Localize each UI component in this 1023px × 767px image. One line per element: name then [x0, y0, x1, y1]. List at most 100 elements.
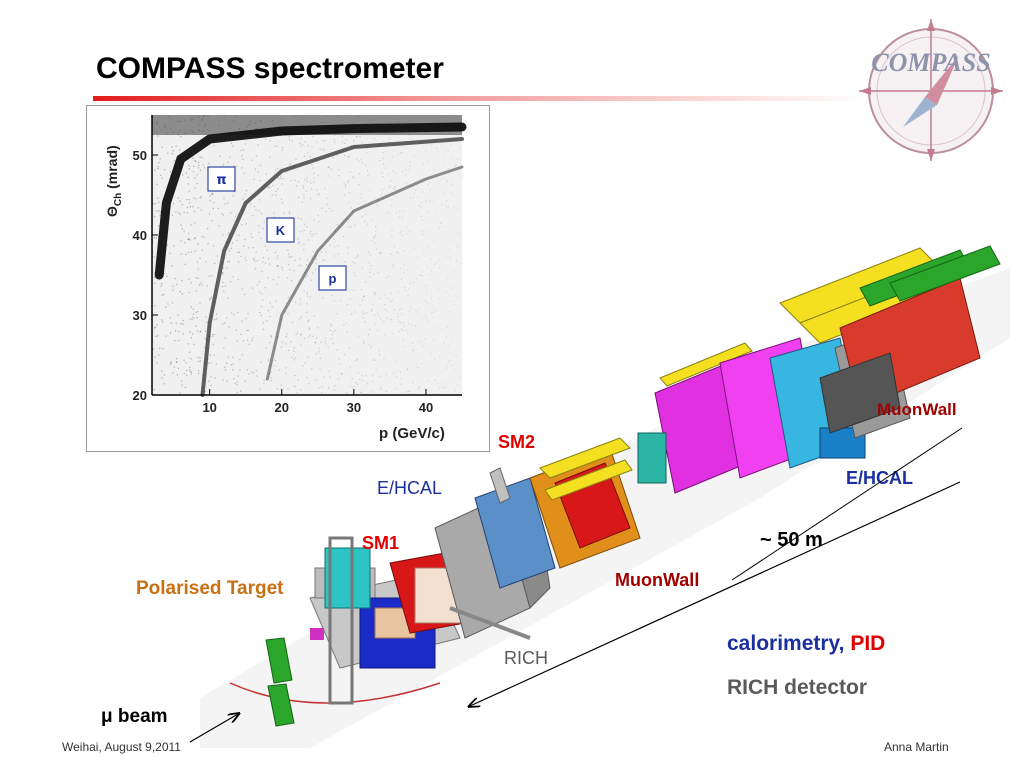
noise-point [355, 257, 357, 259]
noise-point [402, 210, 404, 212]
noise-point [260, 237, 262, 239]
noise-point [157, 166, 159, 168]
noise-point [163, 383, 165, 385]
noise-point [310, 198, 312, 200]
noise-point [443, 177, 445, 179]
noise-point [236, 381, 238, 383]
beam-arc [229, 682, 441, 704]
noise-point [408, 310, 410, 312]
noise-point [330, 323, 332, 325]
noise-point [158, 354, 160, 356]
noise-point [294, 357, 296, 359]
noise-point [413, 349, 415, 351]
noise-point [251, 340, 253, 342]
noise-point [294, 385, 296, 387]
noise-point [333, 255, 335, 257]
noise-point [189, 331, 191, 333]
noise-point [160, 285, 162, 287]
noise-point [296, 332, 299, 334]
noise-point [384, 334, 386, 336]
noise-point [371, 310, 373, 312]
noise-point [197, 207, 199, 209]
noise-point [229, 156, 231, 158]
noise-point [190, 224, 192, 226]
noise-point [378, 315, 380, 317]
noise-point [453, 304, 456, 306]
noise-point [262, 228, 264, 230]
noise-point [241, 223, 243, 226]
noise-point [245, 223, 247, 225]
noise-point [194, 237, 196, 239]
noise-point [268, 186, 270, 188]
noise-point [405, 174, 407, 176]
noise-point [171, 153, 173, 155]
noise-point [420, 206, 422, 208]
noise-point [417, 388, 419, 390]
noise-point [396, 376, 398, 378]
noise-point [323, 376, 325, 378]
noise-point [448, 168, 450, 170]
noise-point [369, 271, 371, 273]
noise-point [347, 253, 349, 255]
label-sm1: SM1 [362, 533, 400, 553]
noise-point [341, 141, 343, 143]
noise-point [212, 207, 214, 210]
noise-point [318, 347, 320, 349]
noise-point [313, 177, 315, 179]
noise-point [171, 302, 174, 304]
noise-point [304, 179, 306, 181]
noise-point [189, 206, 191, 208]
y-tick-label-40: 40 [133, 228, 147, 243]
noise-point [397, 252, 399, 254]
noise-point [338, 227, 341, 229]
noise-point [306, 311, 308, 313]
noise-point [331, 338, 333, 340]
noise-point [382, 163, 384, 165]
noise-point [224, 203, 226, 205]
noise-point [351, 145, 353, 147]
noise-point [307, 152, 309, 154]
noise-point [170, 361, 172, 363]
noise-point [173, 245, 175, 247]
noise-point [453, 270, 455, 272]
noise-point [238, 251, 240, 253]
noise-point [190, 282, 192, 284]
noise-point [300, 344, 302, 346]
noise-point [370, 219, 372, 222]
noise-point [247, 329, 249, 332]
noise-point [377, 272, 379, 274]
noise-point [383, 294, 385, 296]
noise-point [440, 221, 442, 224]
noise-point [237, 278, 239, 281]
noise-point [226, 362, 228, 364]
noise-point [346, 392, 348, 394]
noise-point [412, 393, 415, 395]
noise-point [163, 293, 165, 296]
noise-point [303, 249, 305, 251]
beam-detectors [265, 637, 295, 727]
noise-point [382, 176, 384, 178]
noise-point [260, 361, 262, 363]
noise-point [166, 244, 168, 246]
noise-point [378, 350, 380, 352]
noise-point [435, 213, 438, 215]
noise-point [187, 176, 189, 178]
noise-point [190, 373, 192, 375]
noise-point [159, 215, 161, 217]
noise-point [453, 207, 455, 209]
noise-point [351, 313, 353, 315]
noise-point [216, 318, 218, 320]
noise-point [197, 268, 199, 270]
noise-point [300, 316, 302, 318]
noise-point [306, 376, 308, 379]
noise-point [242, 198, 244, 200]
noise-point [269, 140, 271, 142]
noise-point [199, 302, 201, 304]
noise-point [361, 375, 363, 377]
noise-point [286, 302, 288, 304]
noise-point [422, 233, 424, 236]
noise-point [367, 223, 369, 225]
noise-point [452, 287, 454, 290]
noise-point [340, 299, 342, 302]
noise-point [204, 346, 206, 349]
